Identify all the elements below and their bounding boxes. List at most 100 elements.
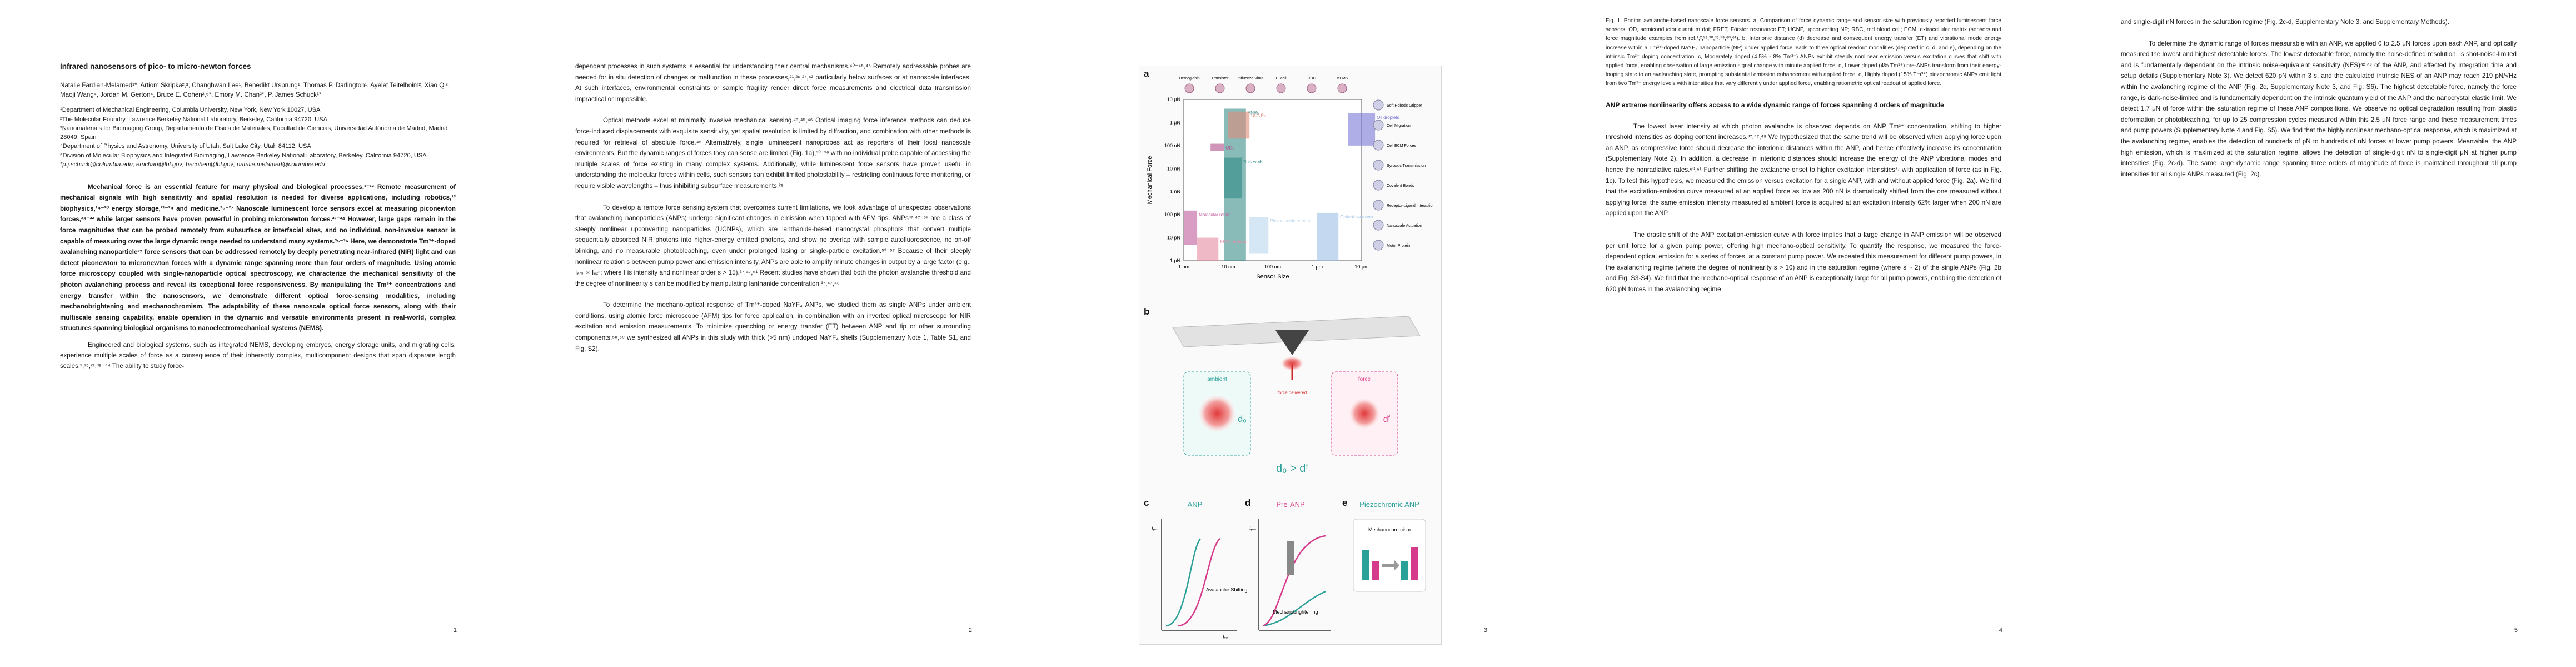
author-list: Natalie Fardian-Melamed¹*, Artiom Skripk…: [60, 82, 450, 99]
right-icon-label-5: Receptor-Ligand Interaction: [1387, 204, 1434, 208]
page-1-column: Infrared nanosensors of pico- to micro-n…: [60, 61, 456, 382]
paper-title: Infrared nanosensors of pico- to micro-n…: [60, 62, 251, 71]
paragraph-2: Optical methods excel at minimally invas…: [575, 117, 971, 190]
paragraph-1: and single-digit nN forces in the satura…: [2121, 18, 2449, 26]
d0-label: d₀: [1238, 415, 1247, 424]
panel-label-d: d: [1245, 497, 1251, 508]
right-icon-label-6: Nanoscale Actuation: [1387, 224, 1422, 228]
top-icon-1: [1215, 83, 1225, 93]
top-icon-label-4: RBC: [1308, 77, 1316, 81]
y-tick-1: 10 pN: [1167, 235, 1180, 241]
panel-d-ylabel: Iₑₘ: [1249, 526, 1256, 531]
right-icon-5: [1373, 200, 1384, 211]
panel-e-bar-force-2: [1411, 547, 1418, 580]
top-icon-label-0: Hemoglobin: [1179, 77, 1199, 81]
top-icon-2: [1245, 83, 1255, 93]
panel-c-xlabel: Iₑₓ: [1223, 634, 1228, 640]
affiliation-3: ³Nanomaterials for Bioimaging Group, Dep…: [60, 125, 448, 141]
top-icon-3: [1276, 83, 1286, 93]
panel-e-title: Piezochromic ANP: [1359, 500, 1419, 509]
panel-c-title: ANP: [1188, 500, 1203, 509]
paragraph-3: To develop a remote force sensing system…: [575, 203, 971, 287]
region-label-5: Molecular rotors: [1199, 212, 1230, 217]
panel-d-note: Mechanobrightening: [1273, 609, 1318, 615]
page-number: 1: [453, 627, 457, 634]
y-tick-3: 1 nN: [1170, 189, 1180, 195]
top-icon-label-2: Influenza Virus: [1238, 77, 1264, 81]
panel-e-bar-ambient-1: [1362, 550, 1369, 580]
right-icon-label-3: Synaptic Transmission: [1387, 164, 1426, 168]
y-tick-0: 1 pN: [1170, 258, 1180, 263]
abstract: Mechanical force is an essential feature…: [60, 183, 456, 332]
paragraph-1: The lowest laser intensity at which phot…: [1606, 122, 2001, 217]
force-delivered-label: force delivered: [1278, 390, 1307, 395]
afm-tip: [1275, 330, 1309, 355]
y-tick-5: 100 nN: [1164, 143, 1180, 148]
panel-e-bar-force-1: [1401, 561, 1408, 580]
force-particle: [1348, 397, 1381, 430]
right-icon-label-1: Cell Migration: [1387, 124, 1411, 128]
right-icon-2: [1373, 140, 1384, 151]
page-2: dependent processes in such systems is e…: [515, 0, 1030, 667]
page-number: 5: [2514, 627, 2518, 634]
right-icon-label-7: Motor Protein: [1387, 244, 1410, 248]
page-5: and single-digit nN forces in the satura…: [2061, 0, 2576, 667]
panel-b-illustration: ambient force d₀ dᶠ d₀ > dᶠ force delive…: [1172, 316, 1421, 475]
region-label-6: FRET tethers: [1220, 240, 1246, 245]
x-tick-1: 10 nm: [1221, 264, 1235, 270]
figure-1-caption: Fig. 1: Photon avalanche-based nanoscale…: [1606, 18, 2001, 87]
panel-label-e: e: [1342, 497, 1348, 508]
region-4: [1348, 113, 1376, 146]
page-5-column: and single-digit nN forces in the satura…: [2121, 17, 2517, 190]
top-icon-5: [1337, 83, 1347, 93]
paragraph-2: The drastic shift of the ANP excitation-…: [1606, 231, 2001, 293]
panel-cde-plots: ANP Iₑₘ Iₑₓ Avalanche Shifting Pre-ANP I…: [1152, 500, 1426, 640]
panel-e-note: Mechanochromism: [1368, 527, 1411, 532]
top-icon-label-5: MEMS: [1337, 77, 1348, 81]
affiliations: ¹Department of Mechanical Engineering, C…: [60, 106, 456, 160]
panel-c-curve-force: [1178, 538, 1220, 627]
x-tick-0: 1 nm: [1178, 264, 1189, 270]
panel-e-bar-ambient-2: [1372, 561, 1379, 580]
right-icon-label-4: Covalent Bonds: [1387, 184, 1414, 188]
region-label-2: QDs: [1225, 146, 1234, 151]
region-1: [1228, 111, 1250, 139]
section-heading: ANP extreme nonlinearity offers access t…: [1606, 101, 1944, 109]
ambient-label: ambient: [1207, 376, 1227, 382]
paragraph-4: To determine the mechano-optical respons…: [575, 301, 971, 352]
panel-c-ylabel: Iₑₘ: [1152, 526, 1158, 531]
page-number: 4: [1999, 627, 2002, 634]
panel-d-curve-ambient: [1262, 590, 1326, 627]
top-icon-label-1: Transistor: [1212, 77, 1229, 81]
panel-d-title: Pre-ANP: [1276, 500, 1304, 509]
top-icon-0: [1184, 83, 1194, 93]
page-number: 3: [1483, 627, 1487, 634]
region-2: [1210, 143, 1224, 151]
affiliation-1: ¹Department of Mechanical Engineering, C…: [60, 107, 321, 114]
panel-c-note: Avalanche Shifting: [1206, 587, 1247, 593]
y-tick-7: 10 μN: [1167, 97, 1180, 102]
ambient-particle: [1197, 394, 1237, 434]
page-4: Fig. 1: Photon avalanche-based nanoscale…: [1546, 0, 2061, 667]
affiliation-5: ⁵Division of Molecular Biophysics and In…: [60, 152, 427, 159]
top-icon-label-3: E. coli: [1275, 77, 1287, 81]
affiliation-4: ⁴Department of Physics and Astronomy, Un…: [60, 143, 311, 150]
corresponding-emails: *p.j.schuck@columbia.edu; emchan@lbl.gov…: [60, 161, 325, 168]
force-label: force: [1358, 376, 1371, 382]
region-8: [1317, 212, 1339, 261]
right-icon-label-0: Soft Robotic Gripper: [1387, 104, 1422, 108]
region-label-8: Optical tweezers: [1340, 215, 1373, 220]
right-icon-label-2: Cell ECM Forces: [1387, 144, 1416, 148]
panel-d-arrow: [1287, 541, 1294, 575]
x-axis-label: Sensor Size: [1256, 273, 1289, 280]
paragraph-1: dependent processes in such systems is e…: [575, 63, 971, 103]
panel-label-b: b: [1144, 306, 1150, 317]
y-tick-2: 100 pN: [1164, 212, 1180, 217]
x-tick-4: 10 μm: [1354, 264, 1368, 270]
page-4-column: Fig. 1: Photon avalanche-based nanoscale…: [1606, 17, 2001, 306]
right-icon-7: [1373, 240, 1384, 251]
y-tick-4: 10 nN: [1167, 166, 1180, 171]
